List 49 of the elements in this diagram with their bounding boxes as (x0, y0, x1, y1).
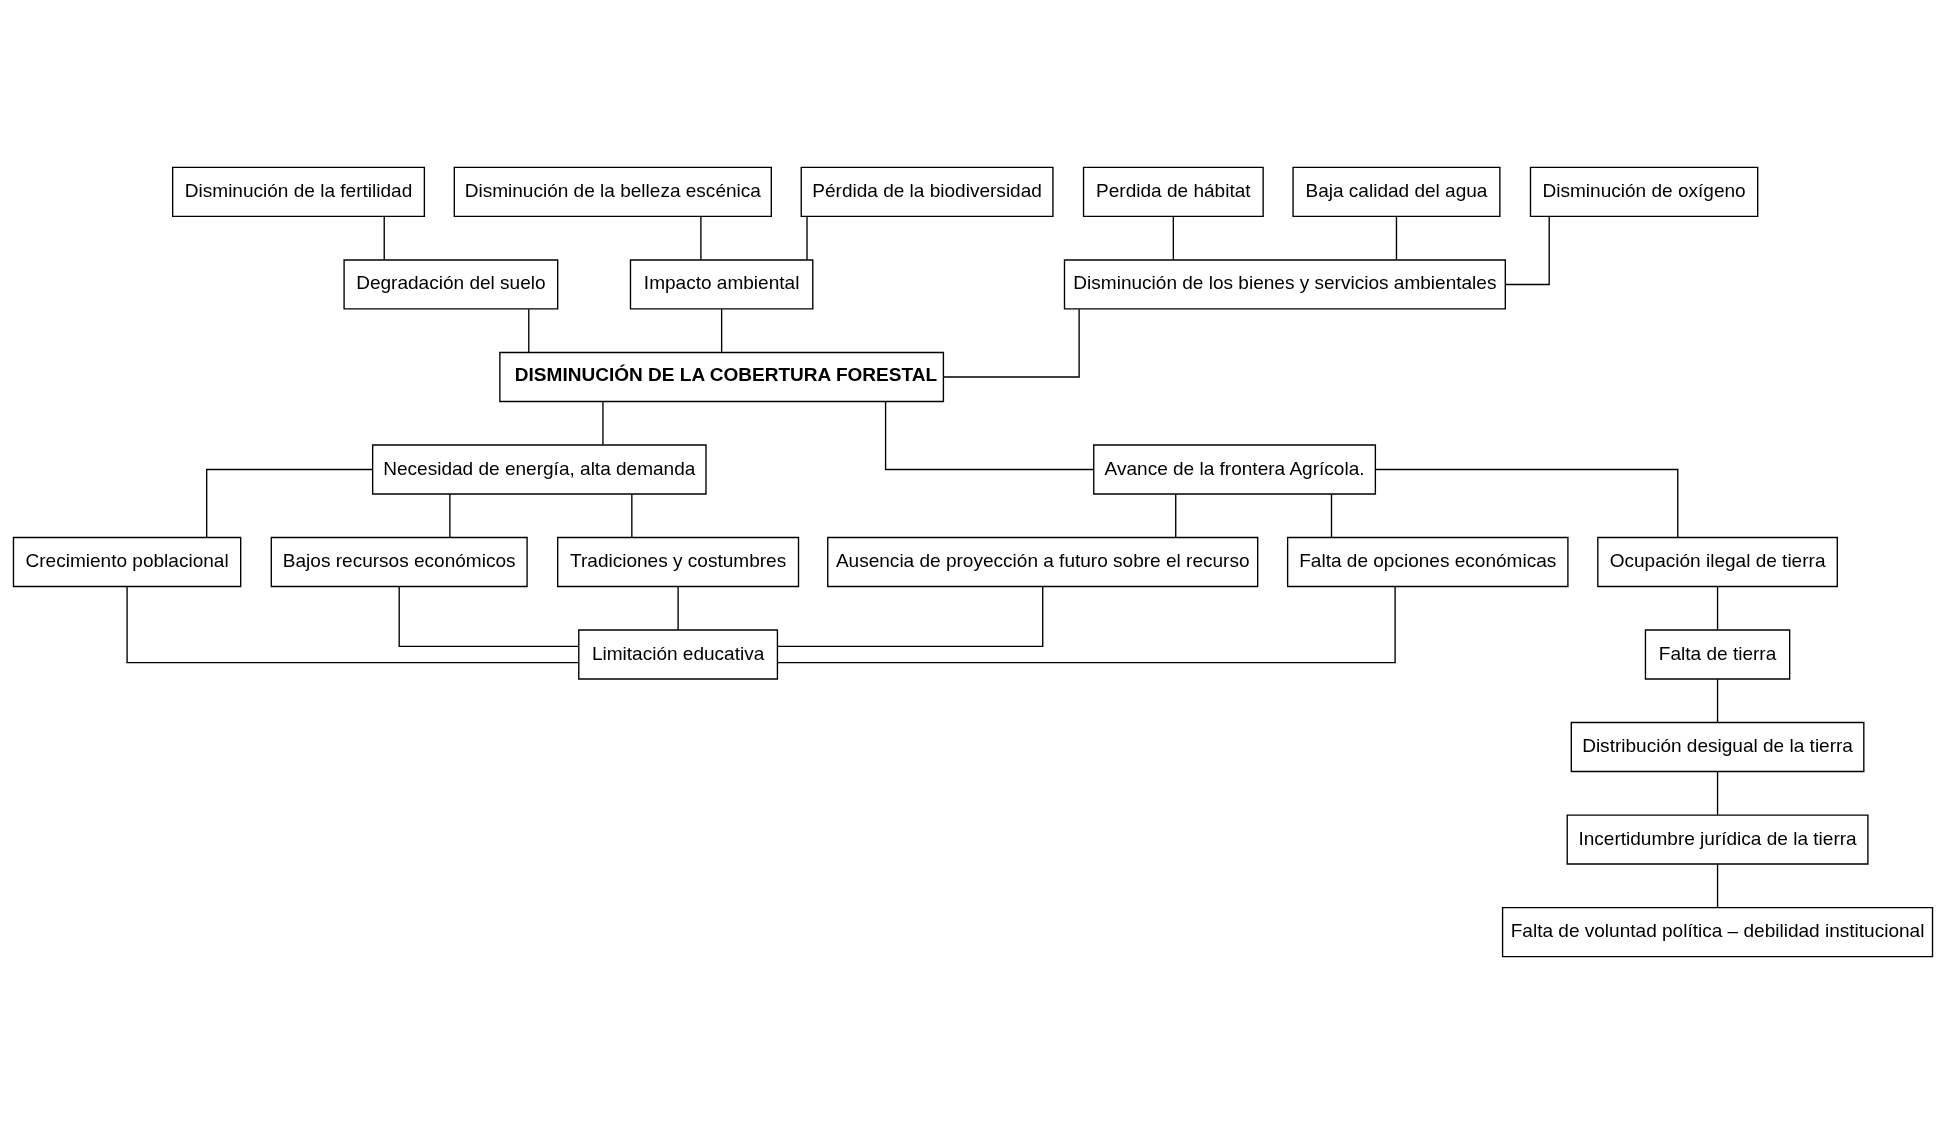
node-box: DISMINUCIÓN DE LA COBERTURA FORESTAL (499, 351, 945, 403)
connector (1172, 216, 1174, 261)
node-box: Disminución de la fertilidad (172, 166, 426, 218)
node-box: Distribución desigual de la tierra (1570, 721, 1865, 773)
node-box: Ocupación ilegal de tierra (1597, 536, 1838, 588)
node-box: Necesidad de energía, alta demanda (372, 444, 707, 495)
connector (631, 493, 633, 538)
node-box: Disminución de los bienes y servicios ambientales (1063, 259, 1506, 310)
node-box: Baja calidad del agua (1292, 166, 1501, 218)
connector (776, 586, 1396, 664)
connector (1175, 493, 1177, 538)
connector (942, 308, 1080, 378)
node-box: Tradiciones y costumbres (557, 536, 800, 588)
connector (126, 586, 579, 664)
connector (602, 401, 604, 446)
connector (720, 308, 723, 353)
connector (1395, 216, 1398, 261)
connector (806, 216, 808, 261)
node-box: Impacto ambiental (629, 259, 814, 310)
connector (884, 401, 1095, 471)
node-box: Perdida de hábitat (1082, 166, 1264, 218)
connector (206, 468, 374, 538)
node-box: Falta de voluntad política – debilidad institucional (1501, 906, 1934, 958)
connector (677, 586, 679, 631)
connector (1716, 863, 1719, 908)
node-box: Falta de opciones económicas (1286, 536, 1569, 588)
node-box: Degradación del suelo (343, 259, 559, 310)
connector (700, 216, 702, 261)
connector (777, 586, 1044, 648)
node-box: Disminución de oxígeno (1529, 166, 1759, 218)
connector (1716, 586, 1719, 631)
connector (1374, 468, 1679, 538)
node-box: Crecimiento poblacional (12, 536, 242, 588)
connector (449, 493, 451, 538)
node-box: Falta de tierra (1644, 629, 1791, 680)
connector (1716, 678, 1719, 723)
node-box: Bajos recursos económicos (270, 536, 528, 588)
connector (528, 308, 530, 353)
connector (1716, 771, 1719, 816)
connector (398, 586, 580, 648)
node-box: Incertidumbre jurídica de la tierra (1566, 814, 1869, 865)
node-box: Disminución de la belleza escénica (453, 166, 772, 218)
connector (1330, 493, 1333, 538)
node-box: Ausencia de proyección a futuro sobre el recurso (827, 536, 1259, 588)
node-box: Avance de la frontera Agrícola. (1093, 444, 1377, 495)
node-box: Pérdida de la biodiversidad (800, 166, 1054, 218)
connector (1504, 216, 1550, 286)
connector (383, 216, 385, 261)
node-box: Limitación educativa (578, 629, 779, 680)
